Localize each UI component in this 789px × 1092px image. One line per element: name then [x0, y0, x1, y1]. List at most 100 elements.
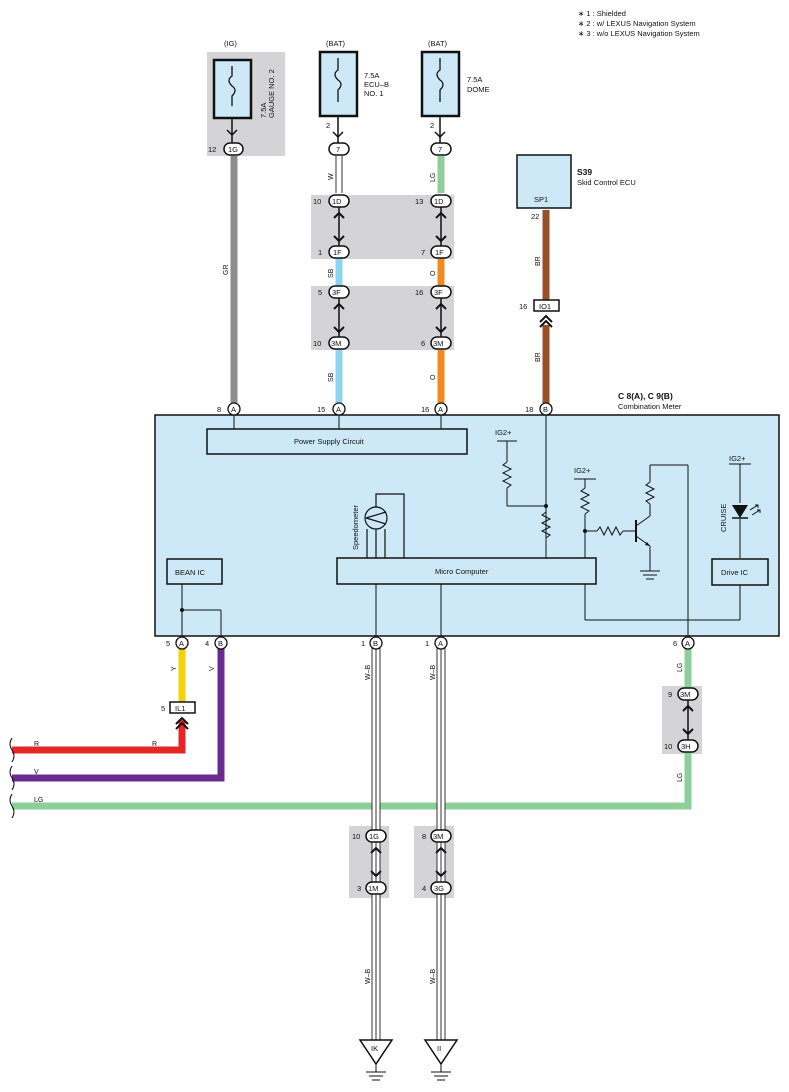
connector-io1: 16 IO1 — [519, 299, 560, 328]
skid-control-ecu: SP1 S39 Skid Control ECU 22 — [516, 154, 636, 221]
fuse-ecu-b-no1: (BAT) 7.5A ECU–B NO. 1 — [318, 39, 389, 118]
power-supply-label: Power Supply Circuit — [294, 437, 365, 446]
pin-number: 4 — [205, 639, 209, 648]
meter-code: C 8(A), C 9(B) — [618, 391, 673, 401]
pin-number: 1 — [318, 248, 322, 257]
junction-1g-1m: 10 1G 3 1M — [352, 829, 387, 895]
pin-number: 13 — [415, 197, 423, 206]
wire-label-wb-4: W–B — [430, 969, 437, 985]
fuse-connector-links — [226, 116, 446, 143]
note-3: ∗ 3 : w/o LEXUS Navigation System — [578, 29, 700, 38]
wire-label-r-2: R — [152, 741, 157, 748]
connector-code: 7 — [438, 145, 442, 154]
connector-7-dome: 2 7 — [430, 121, 452, 156]
connector-code: IO1 — [539, 302, 551, 311]
connector-code: 3M — [680, 690, 690, 699]
pin-number: 3 — [357, 884, 361, 893]
wire-labels: GR W LG SB SB O O BR BR Y V R R V LG LG … — [34, 173, 684, 984]
pin-number: 12 — [208, 145, 216, 154]
ecu-name: Skid Control ECU — [577, 178, 636, 187]
connector-code: 3M — [433, 339, 443, 348]
ecu-code: S39 — [577, 167, 592, 177]
micro-computer-label: Micro Computer — [435, 567, 489, 576]
pin-number: 7 — [421, 248, 425, 257]
wire-label-wb-3: W–B — [365, 969, 372, 985]
pin-conn: A — [336, 405, 341, 414]
fuse-name: DOME — [467, 85, 490, 94]
meter-name: Combination Meter — [618, 402, 682, 411]
wire-label-o-1: O — [430, 270, 437, 276]
pin-number: 1 — [361, 639, 365, 648]
pin-number: 15 — [317, 405, 325, 414]
bean-ic-label: BEAN IC — [175, 568, 206, 577]
drive-ic-label: Drive IC — [721, 568, 749, 577]
connector-1g-top: 12 1G — [208, 142, 244, 156]
connector-code: 3M — [331, 339, 341, 348]
pin-conn: A — [179, 639, 184, 648]
pin-number: 10 — [313, 197, 321, 206]
pin-number: 8 — [422, 832, 426, 841]
connector-code: 1D — [434, 197, 444, 206]
pin-number: 22 — [531, 212, 539, 221]
wire-label-br-1: BR — [535, 256, 542, 266]
junction-3f-3m-left: 5 3F 10 3M — [313, 285, 350, 350]
wire-label-lg-bottom: LG — [34, 797, 43, 804]
fuse-rating: 7.5A — [364, 71, 379, 80]
ground-label: II — [437, 1044, 441, 1053]
junction-3m-3g: 8 3M 4 3G — [422, 829, 452, 895]
pin-number: 5 — [161, 704, 165, 713]
wire-label-v: V — [209, 666, 216, 671]
connector-7-ecu: 2 7 — [326, 121, 350, 156]
wire-label-gr: GR — [223, 265, 230, 276]
wire-break-marks — [9, 737, 15, 819]
junction-3m-3h: 9 3M 10 3H — [664, 687, 699, 753]
speedometer-label: Speedometer — [351, 504, 360, 550]
pin-number: 5 — [318, 288, 322, 297]
connector-code: 1G — [369, 832, 379, 841]
connector-code: 1M — [368, 884, 378, 893]
pin-number: 6 — [421, 339, 425, 348]
wire-label-o-2: O — [430, 374, 437, 380]
wire-label-r-1: R — [34, 741, 39, 748]
pin-conn: A — [685, 639, 690, 648]
note-2: ∗ 2 : w/ LEXUS Navigation System — [578, 19, 696, 28]
pin-number: 8 — [217, 405, 221, 414]
fuse-source-label: (IG) — [224, 39, 237, 48]
connector-code: 1D — [332, 197, 342, 206]
power-supply-circuit — [206, 428, 468, 455]
fuse-name-2: NO. 1 — [364, 89, 384, 98]
fuse-dome: (BAT) 7.5A DOME — [420, 39, 490, 118]
fuse-name: ECU–B — [364, 80, 389, 89]
fuse-gauge-no2: (IG) 7.5A GAUGE NO. 2 — [212, 39, 276, 120]
pin-conn: B — [543, 405, 548, 414]
bean-ic — [166, 558, 223, 585]
pin-number: 9 — [668, 690, 672, 699]
wire-label-br-2: BR — [535, 352, 542, 362]
meter-bottom-pins: 5 A 4 B 1 B 1 A 6 A — [166, 636, 695, 650]
speedometer-icon — [364, 493, 405, 558]
wire-label-sb-1: SB — [328, 268, 335, 278]
ground-label: IK — [371, 1044, 378, 1053]
fuse-source-label: (BAT) — [326, 39, 346, 48]
pin-number: 2 — [326, 121, 330, 130]
connector-code: 3G — [434, 884, 444, 893]
drive-ic — [711, 558, 769, 586]
ig2-label-1: IG2+ — [495, 428, 512, 437]
connector-code: 3F — [332, 288, 341, 297]
pin-number: 16 — [519, 302, 527, 311]
pin-number: 5 — [166, 639, 170, 648]
pin-number: 10 — [313, 339, 321, 348]
pin-number: 16 — [415, 288, 423, 297]
pin-conn: B — [373, 639, 378, 648]
pin-conn: A — [438, 405, 443, 414]
pin-number: 2 — [430, 121, 434, 130]
ground-ii: II — [423, 1039, 459, 1081]
fuse-name: GAUGE NO. 2 — [267, 69, 276, 118]
fuse-source-label: (BAT) — [428, 39, 448, 48]
pin-number: 10 — [664, 742, 672, 751]
connector-code: 1F — [333, 248, 342, 257]
ecu-terminal: SP1 — [534, 195, 548, 204]
meter-internal-wiring — [181, 415, 751, 636]
junction-3f-3m-right: 16 3F 6 3M — [415, 285, 452, 350]
